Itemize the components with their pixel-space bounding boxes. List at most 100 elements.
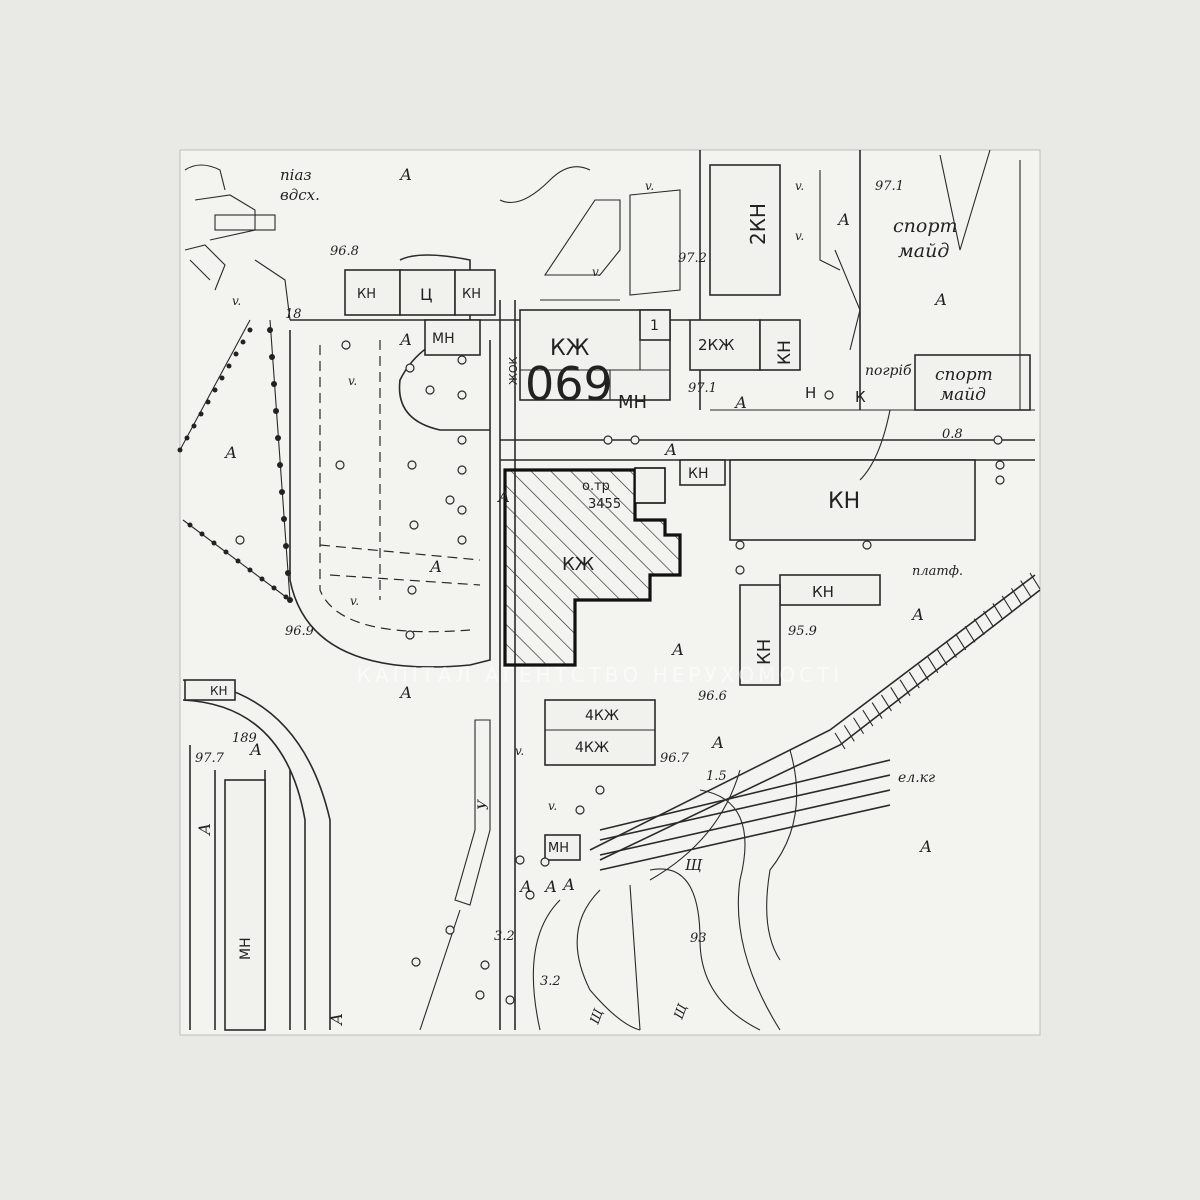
label-v-3: v. — [795, 179, 804, 193]
sheet-number: 069 — [525, 357, 613, 411]
area-a-20: А — [327, 1013, 346, 1026]
label-sport-2b: майд — [940, 385, 986, 405]
building-kn-top-left — [344, 269, 401, 316]
label-pedestrian-2: вдсх. — [280, 186, 320, 204]
tree-marker — [425, 385, 435, 395]
rail-tie — [862, 709, 874, 727]
label-v-2: v. — [232, 294, 241, 308]
rail-tie — [927, 656, 939, 674]
tree-marker — [335, 460, 345, 470]
rail-tie — [936, 648, 948, 666]
building-1 — [639, 309, 671, 341]
fence-post — [271, 585, 277, 591]
area-a-14: А — [519, 877, 532, 896]
elev-971b: 97.1 — [688, 381, 717, 396]
elev-93: 93 — [690, 931, 707, 946]
tree-marker — [540, 857, 550, 867]
elev-966: 96.6 — [698, 689, 727, 704]
rail-tie — [871, 702, 883, 719]
tree-marker — [995, 475, 1005, 485]
elev-968: 96.8 — [330, 244, 359, 259]
label-k: К — [855, 388, 866, 406]
area-a-4: А — [429, 557, 442, 576]
building-kn-left-edge — [184, 679, 236, 701]
rail-tie — [945, 641, 957, 658]
fence-post — [273, 408, 279, 414]
rail-tie — [899, 679, 911, 696]
rail-tie — [983, 610, 995, 628]
fence-post — [226, 363, 232, 369]
label-v-6: v. — [645, 179, 654, 193]
fence-post — [247, 327, 253, 333]
label-sport-1a: спорт — [893, 215, 958, 237]
tree-marker — [445, 495, 455, 505]
fence-post — [279, 489, 285, 495]
label-kn-small: КН — [688, 466, 708, 482]
building-4kzh — [544, 699, 656, 766]
map-frame — [179, 149, 1041, 1036]
fence-post — [275, 435, 281, 441]
area-a-13: А — [919, 837, 932, 856]
elev-32b: 3.2 — [540, 974, 561, 989]
label-cellar: погріб — [865, 363, 912, 379]
rail-tie — [992, 603, 1004, 620]
tree-marker — [405, 363, 415, 373]
label-kn-2: КН — [462, 287, 481, 302]
tree-marker — [595, 785, 605, 795]
tree-marker — [525, 890, 535, 900]
label-ts: Ц — [420, 285, 432, 304]
area-a-17: А — [399, 683, 412, 702]
elev-189: 189 — [232, 731, 257, 746]
fence-post — [211, 540, 217, 546]
elev-08: 0.8 — [942, 427, 963, 442]
elev-971a: 97.1 — [875, 179, 904, 194]
fence-post — [271, 381, 277, 387]
plot-3455 — [503, 468, 682, 667]
fence-post — [187, 522, 193, 528]
label-plot-top: о.тр — [582, 479, 610, 494]
tree-marker — [995, 460, 1005, 470]
elev-18: 18 — [285, 307, 302, 322]
tree-marker — [603, 435, 613, 445]
tree-marker — [630, 435, 640, 445]
contour-lines — [419, 719, 798, 1031]
map-labels: 069 пiаз вдсх. спорт майд спорт майд пог… — [195, 165, 993, 1026]
label-mn-1: МН — [432, 331, 455, 347]
label-kn-left-edge: КН — [210, 684, 228, 698]
tree-marker — [235, 535, 245, 545]
fence-post — [267, 327, 273, 333]
rail-tie — [834, 732, 846, 750]
label-shch-3: Щ — [672, 1001, 692, 1021]
label-platform: платф. — [912, 564, 963, 579]
rail-tie — [853, 717, 865, 735]
tree-marker — [457, 355, 467, 365]
area-a-15: А — [544, 877, 557, 896]
rail-tie — [1001, 595, 1013, 613]
label-mn-south: МН — [548, 841, 569, 856]
tree-marker — [405, 630, 415, 640]
fence-dots — [177, 327, 293, 603]
label-kn-east: КН — [828, 489, 860, 514]
area-a-10: А — [671, 640, 684, 659]
tree-marker — [457, 535, 467, 545]
tree-marker — [407, 585, 417, 595]
area-a-12: А — [711, 733, 724, 752]
tree-marker — [411, 957, 421, 967]
label-sport-1b: майд — [898, 240, 949, 262]
fence-post — [191, 423, 197, 429]
label-plot-number: 3455 — [588, 497, 621, 512]
courtyard-loop — [289, 254, 491, 668]
rail-tie — [843, 725, 855, 742]
fence-post — [184, 435, 190, 441]
label-sport-2a: спорт — [935, 365, 993, 385]
elev-959: 95.9 — [788, 624, 817, 639]
area-a-9: А — [934, 290, 947, 309]
tree-dots — [235, 340, 1005, 1005]
building-2kzh — [689, 319, 761, 371]
area-a-16: А — [562, 875, 575, 894]
building-kn-top-mid — [454, 269, 496, 316]
label-power-line: ел.кг — [898, 770, 935, 786]
fence-post — [285, 570, 291, 576]
misc-lines — [499, 149, 1021, 481]
